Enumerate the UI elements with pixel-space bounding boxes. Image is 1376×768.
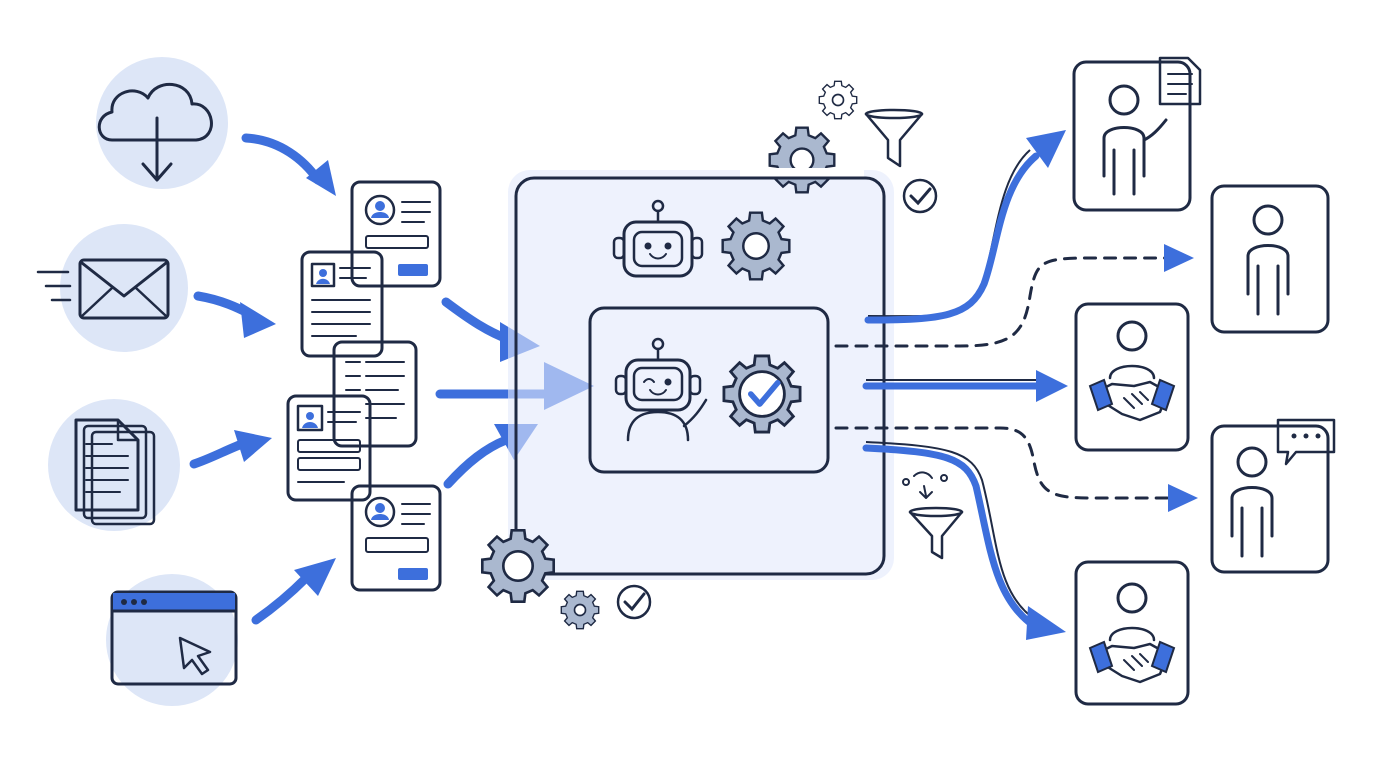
robot-waving-icon xyxy=(614,337,708,442)
processing-hub xyxy=(480,126,894,604)
small-gear-top-icon xyxy=(818,80,858,120)
email-icon xyxy=(36,258,170,320)
output-person-document xyxy=(1072,56,1202,212)
person-document-icon xyxy=(1102,56,1202,196)
resume-card-green xyxy=(300,250,384,358)
cloud-download-icon xyxy=(97,82,213,182)
check-top-icon xyxy=(902,178,938,214)
profile-card-1 xyxy=(350,180,442,288)
ai-engine-panel xyxy=(588,306,830,474)
bottom-gear-icon xyxy=(480,528,556,604)
handshake-icon xyxy=(1088,320,1176,422)
output-connectors xyxy=(834,130,1198,640)
profile-card-2 xyxy=(350,484,442,592)
funnel-bottom-icon xyxy=(902,471,964,560)
source-email xyxy=(36,224,188,352)
browser-cursor-icon xyxy=(110,590,238,686)
handshake-icon xyxy=(1088,582,1176,684)
gear-icon xyxy=(721,211,791,281)
source-cloud xyxy=(96,57,228,189)
source-arrows xyxy=(189,133,336,625)
person-chat-icon xyxy=(1230,418,1336,558)
person-icon xyxy=(1246,204,1290,316)
output-person-chat xyxy=(1210,418,1336,574)
funnel-top-icon xyxy=(864,108,924,168)
output-person xyxy=(1210,184,1330,334)
top-gear-icon xyxy=(768,126,836,194)
output-handshake-2 xyxy=(1074,560,1190,706)
source-web xyxy=(106,574,238,706)
documents-icon xyxy=(74,418,156,526)
check-bottom-icon xyxy=(616,584,652,620)
output-handshake-1 xyxy=(1074,302,1190,452)
robot-icon xyxy=(612,199,704,278)
resume-card-yellow xyxy=(332,340,418,448)
resume-card-form xyxy=(286,394,372,502)
gear-check-icon xyxy=(722,354,802,434)
source-documents xyxy=(48,399,180,531)
small-gear-bottom-icon xyxy=(560,590,600,630)
